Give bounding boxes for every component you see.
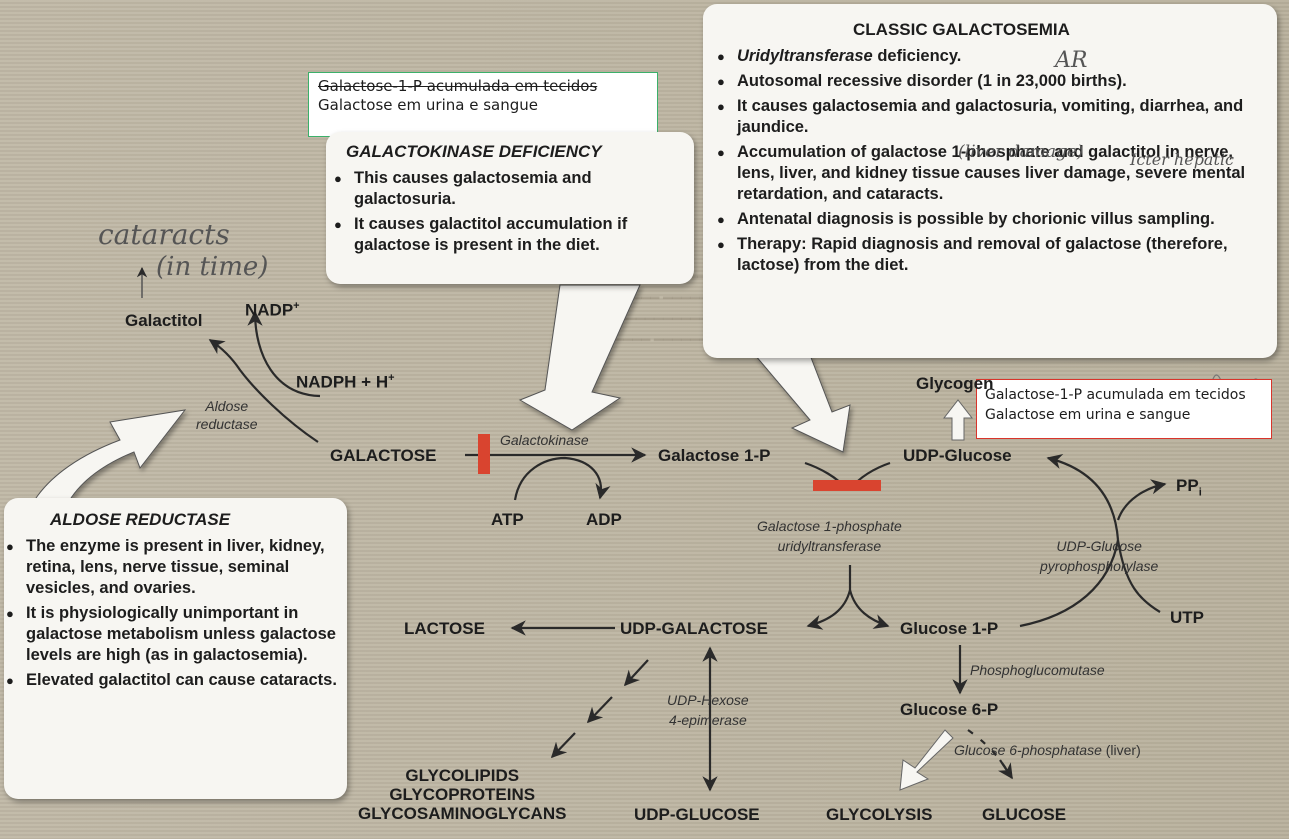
handwritten-cataracts: cataracts [98, 218, 230, 251]
galactokinase-callout-pointer [518, 284, 641, 431]
aldose-bullet-1: The enzyme is present in liver, kidney, … [4, 536, 337, 599]
red-annotation-line-1: Galactose-1-P acumulada em tecidos [985, 387, 1246, 403]
green-annotation-struck-line: Galactose-1-P acumulada em tecidos [318, 77, 598, 95]
galactosemia-bullet-1: Uridyltransferase deficiency. [715, 46, 1263, 67]
udp-glucose-bottom-node: UDP-GLUCOSE [634, 805, 760, 824]
glycoproteins-label: GLYCOPROTEINS [389, 785, 536, 804]
udp-hexose-epimerase-line-2: 4-epimerase [668, 712, 747, 728]
galactose-node: GALACTOSE [330, 446, 437, 465]
handwritten-liver-damage: (liver damage) [958, 142, 1084, 162]
galactokinase-bullet-1: This causes galactosemia and galactosuri… [332, 168, 682, 210]
nadp-label: NADP+ [245, 300, 300, 321]
galactosemia-bullet-2: Autosomal recessive disorder (1 in 23,00… [715, 71, 1263, 92]
glycolipids-label: GLYCOLIPIDS [405, 766, 520, 785]
liver-note: (liver) [1101, 742, 1141, 758]
glucose-6-phosphatase-name: Glucose 6-phosphatase [954, 742, 1102, 758]
classic-galactosemia-callout: CLASSIC GALACTOSEMIA Uridyltransferase d… [703, 4, 1277, 358]
uridyltransferase-block-bar [813, 480, 881, 491]
galactokinase-block-bar [478, 434, 490, 474]
lactose-node: LACTOSE [404, 619, 485, 638]
galactosemia-bullet-6: Therapy: Rapid diagnosis and removal of … [715, 234, 1263, 276]
galactosemia-bullet-5: Antenatal diagnosis is possible by chori… [715, 209, 1263, 230]
red-annotation-box: Galactose-1-P acumulada em tecidos Galac… [976, 379, 1272, 439]
green-annotation-box: Galactose-1-P acumulada em tecidos Galac… [308, 72, 658, 137]
atp-label: ATP [491, 510, 524, 529]
nadp-superscript: + [293, 300, 300, 312]
glucose-node: GLUCOSE [982, 805, 1067, 824]
galactitol-label: Galactitol [125, 311, 203, 330]
ppi-label: PPi [1176, 476, 1202, 498]
phosphoglucomutase-label: Phosphoglucomutase [970, 662, 1105, 678]
uridyltransferase-term: Uridyltransferase [737, 47, 873, 65]
galactokinase-enzyme-label: Galactokinase [500, 432, 589, 448]
aldose-reductase-title: ALDOSE REDUCTASE [50, 510, 231, 529]
galactokinase-bullet-2: It causes galactitol accumulation if gal… [332, 214, 682, 256]
aldose-reductase-enzyme-line-2: reductase [196, 416, 258, 432]
aldose-bullet-2: It is physiologically unimportant in gal… [4, 603, 337, 666]
galactose-1p-node: Galactose 1-P [658, 446, 771, 465]
aldose-reductase-enzyme-line-1: Aldose [205, 398, 249, 414]
galactokinase-deficiency-callout: GALACTOKINASE DEFICIENCY This causes gal… [326, 132, 694, 284]
adp-label: ADP [586, 510, 622, 529]
pp-text: PP [1176, 476, 1199, 495]
classic-galactosemia-title: CLASSIC GALACTOSEMIA [853, 20, 1070, 39]
utp-label: UTP [1170, 608, 1204, 627]
uridyltransferase-enzyme-label: Galactose 1-phosphate uridyltransferase [757, 516, 902, 556]
udp-hexose-epimerase-line-1: UDP-Hexose [667, 692, 749, 708]
galactosemia-callout-pointer [753, 354, 851, 453]
nadp-text: NADP [245, 300, 294, 320]
udp-glucose-pyrophosphorylase-label: UDP-Glucose pyrophosphorylase [1040, 536, 1158, 576]
glucose-6p-node: Glucose 6-P [900, 700, 999, 719]
aldose-reductase-callout: ALDOSE REDUCTASE The enzyme is present i… [4, 498, 347, 799]
glycoconjugates-label: GLYCOLIPIDS GLYCOPROTEINS GLYCOSAMINOGLY… [358, 766, 566, 823]
uridyltransferase-enzyme-line-2: uridyltransferase [777, 538, 882, 554]
nadph-label: NADPH + H+ [296, 372, 395, 393]
galactosemia-bullet-4: Accumulation of galactose 1-phosphate an… [715, 142, 1263, 205]
galactosemia-bullet-1-rest: deficiency. [872, 47, 962, 65]
glucose-6-phosphatase-label: Glucose 6-phosphatase (liver) [954, 742, 1141, 758]
handwritten-ar: AR [1055, 48, 1088, 73]
glucose-1p-node: Glucose 1-P [900, 619, 999, 638]
galactokinase-deficiency-title: GALACTOKINASE DEFICIENCY [346, 142, 602, 161]
aldose-bullet-3: Elevated galactitol can cause cataracts. [4, 670, 337, 691]
udp-glucose-node: UDP-Glucose [903, 446, 1012, 465]
handwritten-icter-hepatic: Icter hepatic [1130, 150, 1234, 169]
udp-glucose-pyrophosphorylase-line-1: UDP-Glucose [1056, 538, 1142, 554]
handwritten-in-time: (in time) [156, 252, 269, 282]
udp-glucose-pyrophosphorylase-line-2: pyrophosphorylase [1040, 558, 1159, 574]
pp-subscript: i [1198, 486, 1202, 499]
galactosemia-bullet-3: It causes galactosemia and galactosuria,… [715, 96, 1263, 138]
green-annotation-line: Galactose em urina e sangue [318, 96, 538, 114]
uridyltransferase-enzyme-line-1: Galactose 1-phosphate [757, 518, 902, 534]
glycosaminoglycans-label: GLYCOSAMINOGLYCANS [358, 804, 567, 823]
nadph-superscript: + [388, 372, 395, 384]
glycolysis-node: GLYCOLYSIS [826, 805, 933, 824]
red-annotation-line-2: Galactose em urina e sangue [985, 407, 1191, 423]
udp-galactose-node: UDP-GALACTOSE [620, 619, 768, 638]
nadph-text: NADPH + H [296, 372, 389, 392]
udp-hexose-epimerase-label: UDP-Hexose 4-epimerase [667, 690, 749, 730]
aldose-reductase-enzyme-label: Aldose reductase [196, 397, 257, 433]
glycogen-node: Glycogen [916, 374, 994, 393]
